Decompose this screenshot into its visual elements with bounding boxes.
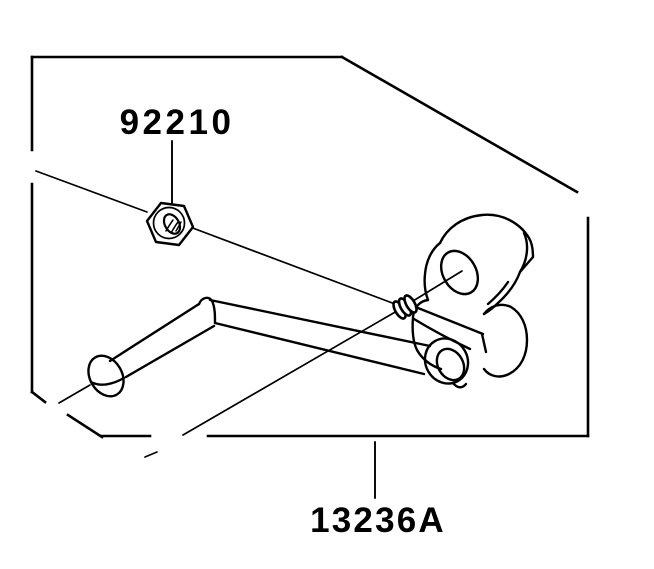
shaft-axis-into-bore bbox=[412, 270, 463, 302]
frame-bottom-left-bend-upper bbox=[30, 390, 47, 404]
lower-boss-bore bbox=[435, 347, 466, 382]
boss-far-face-edge bbox=[518, 255, 535, 274]
frame-bottom-left-bend-lower bbox=[66, 413, 104, 439]
frame-border bbox=[30, 55, 590, 439]
shaft-axis-tick-outside-frame bbox=[144, 451, 158, 458]
pedal-shaft-bottom-edge bbox=[124, 324, 216, 379]
nut-axis-line-right bbox=[189, 226, 396, 305]
nut-bore bbox=[162, 213, 182, 235]
nut-thread-marks bbox=[165, 219, 182, 234]
boss-top-silhouette bbox=[438, 213, 535, 259]
clamp-front-bottom-edge bbox=[412, 317, 472, 351]
clamp-slit bbox=[480, 332, 488, 354]
axis-lines bbox=[35, 170, 463, 458]
frame-top-right-diagonal bbox=[340, 55, 579, 194]
lower-boss-tab bbox=[451, 381, 468, 389]
pedal-tip-chord bbox=[89, 376, 126, 386]
nut-chamfer-circle bbox=[152, 206, 186, 240]
nut-axis-line-left bbox=[35, 170, 148, 213]
coil-ring bbox=[403, 294, 418, 314]
label-leader-lines bbox=[171, 140, 376, 499]
shaft-axis-line bbox=[182, 310, 398, 436]
elbow-crease bbox=[210, 299, 217, 325]
part-number-nut[interactable]: 92210 bbox=[120, 103, 235, 142]
arm-top-edge bbox=[208, 298, 432, 348]
pedal-tip bbox=[87, 354, 125, 398]
clamp-front-top-edge bbox=[416, 306, 485, 336]
stopper-knob bbox=[482, 303, 529, 378]
pedal-axis-line bbox=[58, 384, 91, 404]
arm-front-edge bbox=[213, 321, 426, 376]
body-right-edge bbox=[482, 270, 522, 316]
body-right-inner-edge bbox=[486, 280, 510, 306]
pedal-shaft-top-edge bbox=[108, 302, 201, 363]
clamp-left-profile bbox=[411, 298, 443, 371]
bolt-thread-coil bbox=[392, 294, 418, 320]
hex-nut-drawing bbox=[145, 201, 195, 247]
lower-boss bbox=[423, 337, 470, 385]
part-number-lever[interactable]: 13236A bbox=[310, 501, 446, 540]
